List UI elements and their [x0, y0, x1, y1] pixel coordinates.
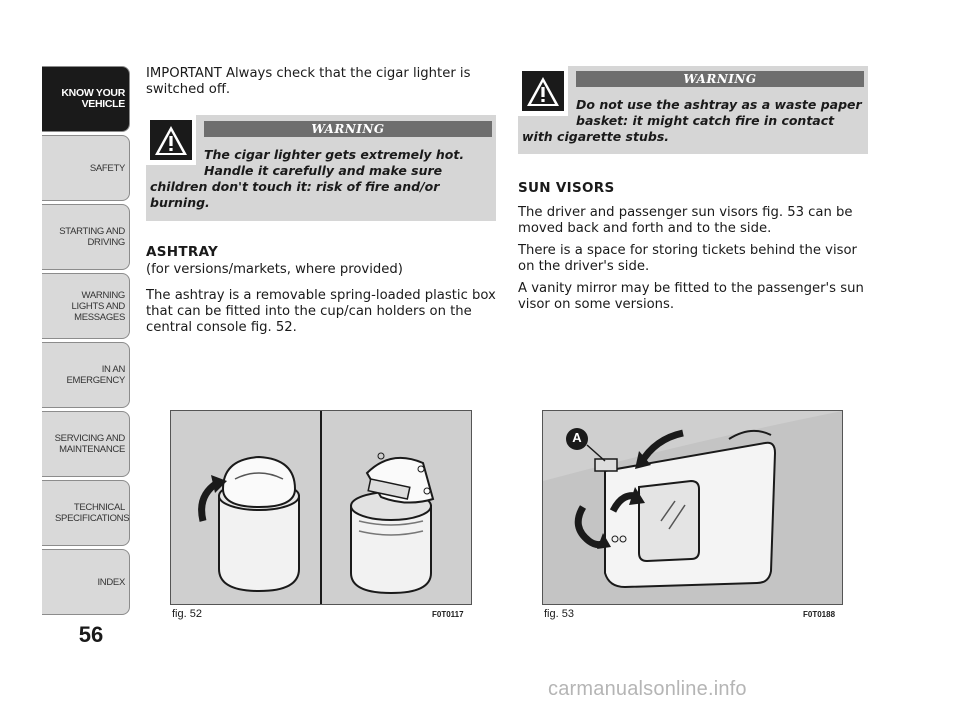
sun-visors-p2-line-1: There is a space for storing tickets beh…: [518, 243, 857, 258]
tab-servicing-and-maintenance[interactable]: SERVICING AND MAINTENANCE: [42, 411, 130, 477]
warning-text-line-4: burning.: [150, 195, 210, 210]
ashtray-text-line-3: central console fig. 52.: [146, 320, 297, 335]
sun-visors-p3-line-2: visor on some versions.: [518, 297, 675, 312]
warning-triangle-icon: [522, 71, 564, 111]
figure-52-code: F0T0117: [432, 610, 464, 619]
warning-triangle-icon: [150, 120, 192, 160]
figure-52-label: fig. 52: [172, 608, 202, 620]
warning-text-line-2: basket: it might catch fire in contact: [576, 113, 835, 128]
warning-box-cigar-lighter: WARNING The cigar lighter gets extremely…: [146, 115, 496, 221]
important-line-2: switched off.: [146, 82, 231, 97]
warning-text-line-3: children don't touch it: risk of fire an…: [150, 179, 440, 194]
warning-box-ashtray: WARNING Do not use the ashtray as a wast…: [518, 66, 868, 154]
figure-53-sun-visor: A: [542, 410, 843, 605]
watermark: carmanualsonline.info: [548, 678, 747, 700]
ashtray-text-line-1: The ashtray is a removable spring-loaded…: [146, 288, 496, 303]
tab-safety[interactable]: SAFETY: [42, 135, 130, 201]
sun-visors-p2-line-2: on the driver's side.: [518, 259, 650, 274]
warning-icon-panel: [146, 115, 196, 165]
warning-title-bar: WARNING: [204, 121, 492, 137]
tab-technical-specifications[interactable]: TECHNICAL SPECIFICATIONS: [42, 480, 130, 546]
warning-text-line-3: with cigarette stubs.: [522, 129, 670, 144]
tab-warning-lights[interactable]: WARNING LIGHTS AND MESSAGES: [42, 273, 130, 339]
ashtray-heading: ASHTRAY: [146, 244, 219, 260]
ashtray-text-line-2: that can be fitted into the cup/can hold…: [146, 304, 472, 319]
warning-text-line-1: Do not use the ashtray as a waste paper: [576, 97, 862, 112]
figure-53-label: fig. 53: [544, 608, 574, 620]
warning-text-line-2: Handle it carefully and make sure: [204, 163, 443, 178]
tab-index[interactable]: INDEX: [42, 549, 130, 615]
tab-starting-and-driving[interactable]: STARTING AND DRIVING: [42, 204, 130, 270]
figure-53-code: F0T0188: [803, 610, 836, 619]
warning-title-bar: WARNING: [576, 71, 864, 87]
tab-know-your-vehicle[interactable]: KNOW YOUR VEHICLE: [42, 66, 130, 132]
sun-visors-p3-line-1: A vanity mirror may be fitted to the pas…: [518, 281, 864, 296]
callout-a: A: [572, 430, 582, 445]
sun-visors-p1-line-2: moved back and forth and to the side.: [518, 221, 772, 236]
warning-text-line-1: The cigar lighter gets extremely hot.: [204, 147, 465, 162]
sun-visors-heading: SUN VISORS: [518, 180, 615, 196]
ashtray-illustration: [198, 411, 435, 604]
warning-icon-panel: [518, 66, 568, 116]
important-line-1: IMPORTANT Always check that the cigar li…: [146, 66, 471, 81]
sun-visors-p1-line-1: The driver and passenger sun visors fig.…: [518, 205, 853, 220]
sun-visor-illustration: [543, 411, 842, 604]
tab-in-an-emergency[interactable]: IN AN EMERGENCY: [42, 342, 130, 408]
figure-52-ashtray: [170, 410, 472, 605]
page-number: 56: [78, 622, 104, 647]
ashtray-subheading: (for versions/markets, where provided): [146, 262, 403, 277]
